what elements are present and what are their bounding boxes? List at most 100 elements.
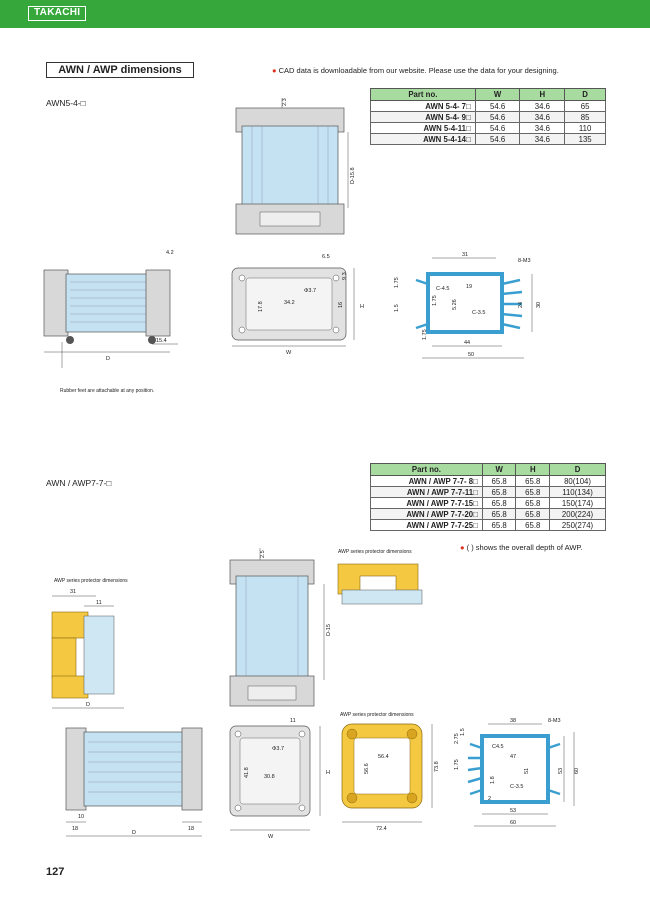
awn5-prof-30: 30	[536, 302, 542, 308]
awn7-pr-15: 1.5	[460, 728, 466, 736]
value-cell: 65.8	[515, 475, 551, 487]
awn7-dim-top-offset: 2.5	[260, 550, 266, 558]
awn7-pr-53: 53	[558, 768, 564, 774]
part-number-cell: AWN 5-4-14□	[370, 133, 476, 145]
awp-prot-738: 73.8	[434, 761, 440, 772]
awp-protector-top	[337, 563, 423, 605]
value-cell: 65.8	[515, 508, 551, 520]
part-number-cell: AWN 5-4-11□	[370, 122, 476, 134]
part-number-cell: AWN 5-4- 9□	[370, 111, 476, 123]
value-cell: 65.8	[515, 519, 551, 531]
bullet-icon: ●	[272, 66, 277, 75]
awn7-dim-d: D	[132, 830, 136, 836]
value-cell: 54.6	[474, 100, 521, 112]
awn5-prof-175c: 1.75	[422, 329, 428, 340]
section-title: AWN / AWP dimensions	[46, 62, 194, 78]
protector-caption-1: AWP series protector dimensions	[338, 549, 412, 555]
table-header-1: W	[474, 88, 521, 101]
awn5-profile-view: 31 8-M3 1.75 C-4.5 19 1.5 1.75 5.26 C-3.…	[394, 252, 542, 359]
awn7-pr-38: 38	[510, 718, 516, 724]
value-cell: 65.8	[515, 497, 551, 509]
awn5-dim-top-offset: 2.3	[282, 98, 288, 106]
protector-caption-2: AWP series protector dimensions	[54, 578, 128, 584]
awn5-dim-face-d: 34.2	[284, 300, 295, 306]
awn5-dim-face-a: 6.5	[322, 254, 330, 260]
awn5-dim-depth: D-15.8	[350, 167, 356, 184]
awn5-dim-h: H	[360, 304, 364, 310]
awp-prot-564: 56.4	[378, 754, 389, 760]
awn5-side-view: 4.2 D 15.4	[43, 250, 178, 368]
table-header-1: W	[481, 463, 517, 476]
awn7-pr-60: 60	[574, 768, 580, 774]
awn7-dim-f11: 11	[290, 718, 296, 724]
awp-prot-d: D	[86, 702, 90, 708]
awn7-profile-view: 38 8-M3 2.75 1.5 C4.5 47 1.75 1.8 51 53 …	[454, 718, 580, 827]
value-cell: 250(274)	[549, 519, 606, 531]
value-cell: 65.8	[481, 475, 517, 487]
awn7-pr-18: 1.8	[490, 776, 496, 784]
awn7-dim-f418: 41.8	[244, 767, 250, 778]
awn5-prof-44: 44	[464, 340, 470, 346]
awn7-dim-f308: 30.8	[264, 774, 275, 780]
value-cell: 85	[564, 111, 606, 123]
table-header-2: H	[515, 463, 551, 476]
awn7-pr-51: 51	[524, 768, 530, 774]
part-number-cell: AWN / AWP 7-7-11□	[370, 486, 483, 498]
value-cell: 34.6	[519, 100, 566, 112]
value-cell: 200(224)	[549, 508, 606, 520]
header-bar: TAKACHI	[0, 0, 650, 28]
value-cell: 65.8	[481, 519, 517, 531]
awn5-prof-175: 1.75	[394, 277, 400, 288]
table-header-2: H	[519, 88, 566, 101]
awn5-front-view: 6.5 9.3 Φ3.7 17.8 34.2 16 H W	[231, 254, 364, 356]
page-number: 127	[46, 866, 65, 878]
bullet-icon: ●	[460, 543, 465, 552]
awn5-prof-31: 31	[462, 252, 468, 258]
awn7-dim-depth: D-15	[326, 624, 332, 636]
value-cell: 34.6	[519, 111, 566, 123]
awp-protector-side: 31 11 D	[51, 589, 124, 709]
awn7-pr-m3: 8-M3	[548, 718, 561, 724]
part-number-cell: AWN / AWP 7-7-25□	[370, 519, 483, 531]
awn7-pr-175: 1.75	[454, 759, 460, 770]
cad-note: ● CAD data is downloadable from our webs…	[272, 66, 559, 75]
value-cell: 65.8	[481, 486, 517, 498]
protector-caption-3: AWP series protector dimensions	[340, 712, 414, 718]
awn5-prof-24: 24	[518, 302, 524, 308]
awn5-dim-hole: Φ3.7	[304, 288, 316, 294]
value-cell: 65.8	[515, 486, 551, 498]
awn5-prof-526: 5.26	[452, 299, 458, 310]
value-cell: 65.8	[481, 508, 517, 520]
value-cell: 80(104)	[549, 475, 606, 487]
part-number-cell: AWN / AWP 7-7-20□	[370, 508, 483, 520]
value-cell: 65	[564, 100, 606, 112]
awn5-dim-end-w: 4.2	[166, 250, 174, 256]
awn7-dim-hole: Φ3.7	[272, 746, 284, 752]
part-number-cell: AWN 5-4- 7□	[370, 100, 476, 112]
table-header-0: Part no.	[370, 88, 476, 101]
value-cell: 54.6	[474, 133, 521, 145]
awn7-dim-h: H	[326, 770, 330, 776]
part-number-cell: AWN / AWP 7-7-15□	[370, 497, 483, 509]
awn7-dim-w: W	[268, 834, 274, 840]
table-header-3: D	[549, 463, 606, 476]
value-cell: 135	[564, 133, 606, 145]
awn7-front-view: 11 Φ3.7 41.8 30.8 H W	[229, 718, 330, 840]
awp-prot-566: 56.6	[364, 763, 370, 774]
awn5-top-view: 2.3 D-15.8	[235, 98, 356, 235]
table-header-3: D	[564, 88, 606, 101]
awp-prot-31: 31	[70, 589, 76, 595]
awn5-prof-c35: C-3.5	[472, 310, 485, 316]
awn7-pr-47: 47	[510, 754, 516, 760]
awn7-dim-e10: 10	[78, 814, 84, 820]
value-cell: 54.6	[474, 111, 521, 123]
awn5-dim-face-b: 9.3	[342, 272, 348, 280]
awn7-top-view: 2.5 D-15	[229, 548, 332, 707]
